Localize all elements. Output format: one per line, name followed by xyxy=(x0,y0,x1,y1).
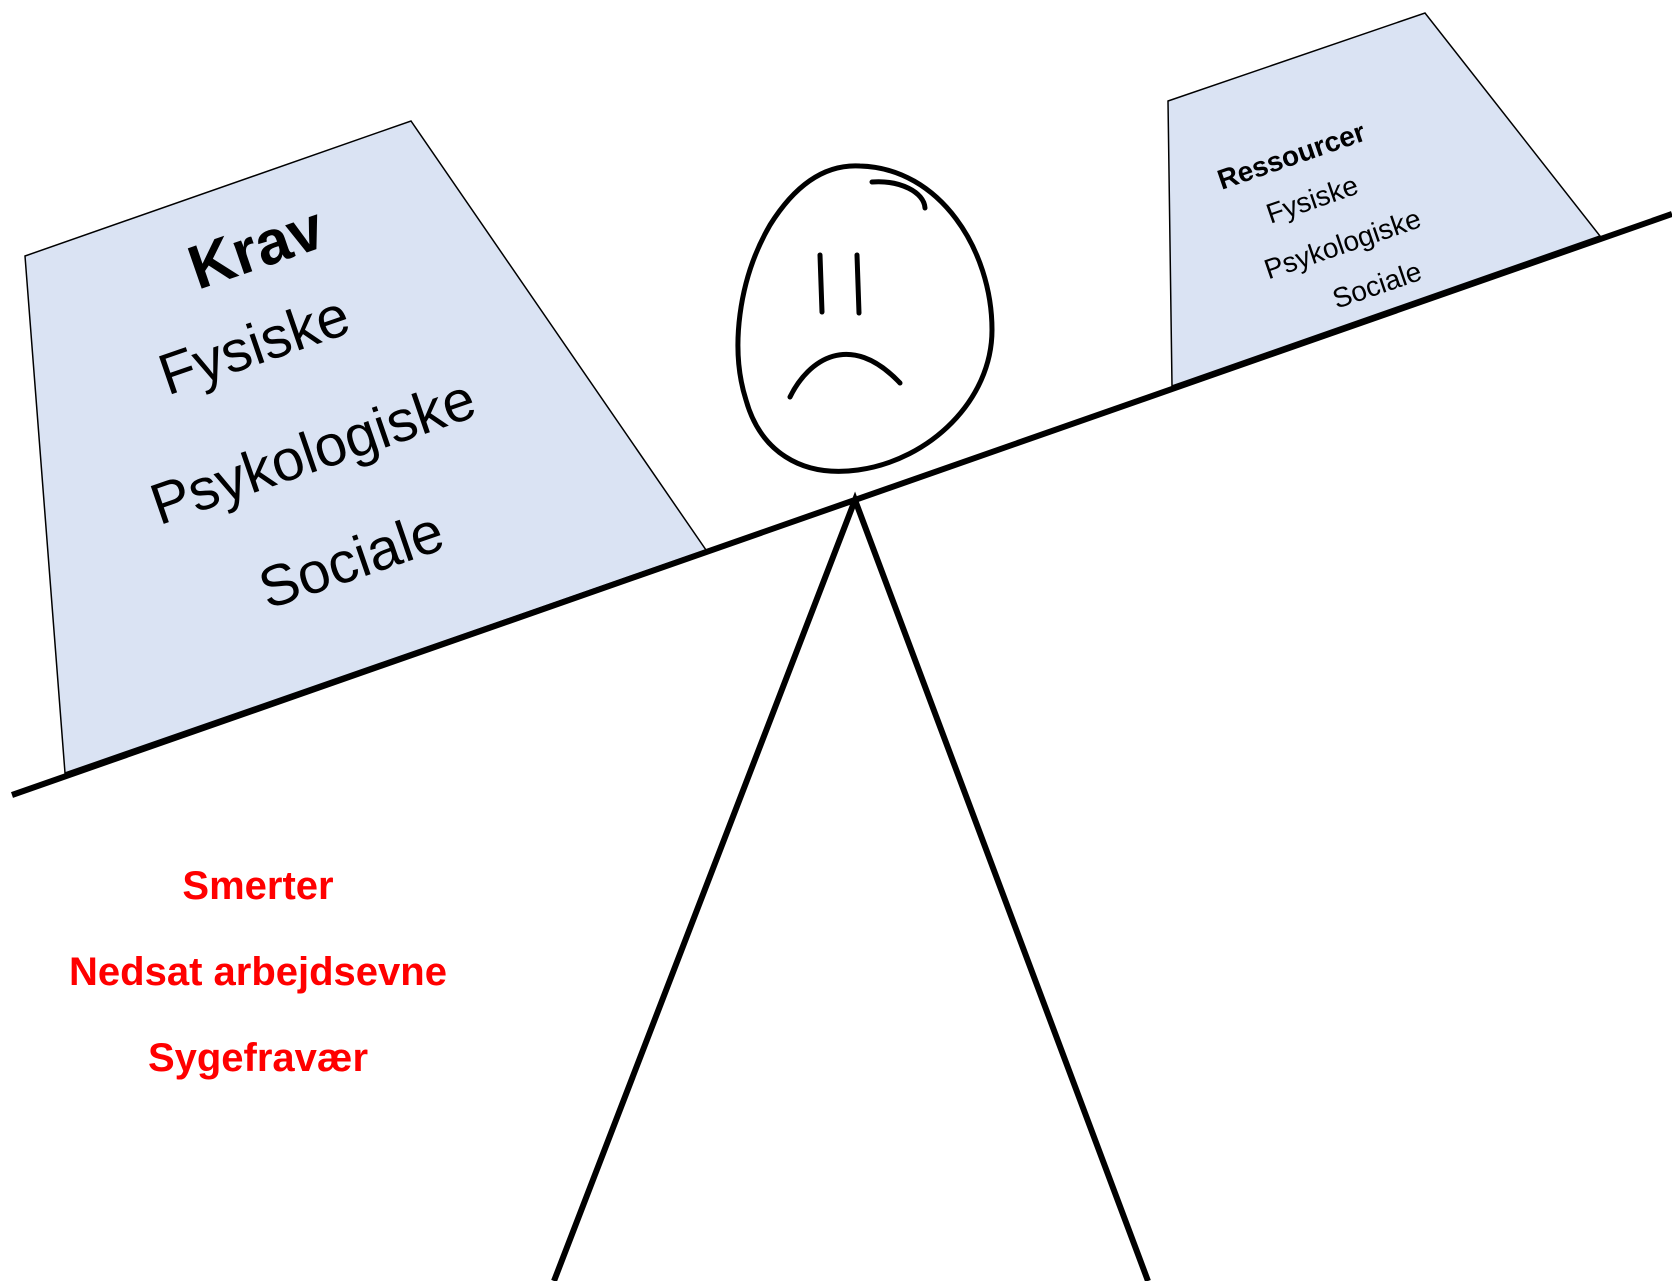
head-outline xyxy=(735,163,995,474)
effect-sick-leave: Sygefravær xyxy=(148,1036,368,1080)
effect-pain: Smerter xyxy=(182,864,333,908)
right-eye xyxy=(854,252,862,316)
head-curl xyxy=(869,179,928,211)
resources-weight-block xyxy=(1167,12,1602,388)
scale-stand xyxy=(551,491,1151,1281)
sad-face-icon xyxy=(735,163,995,474)
effect-reduced-work-capacity: Nedsat arbejdsevne xyxy=(69,950,447,994)
frown-mouth xyxy=(787,351,903,400)
effects-list: Smerter Nedsat arbejdsevne Sygefravær xyxy=(69,864,447,1080)
scale-beam xyxy=(11,211,1672,798)
left-eye xyxy=(817,252,825,315)
